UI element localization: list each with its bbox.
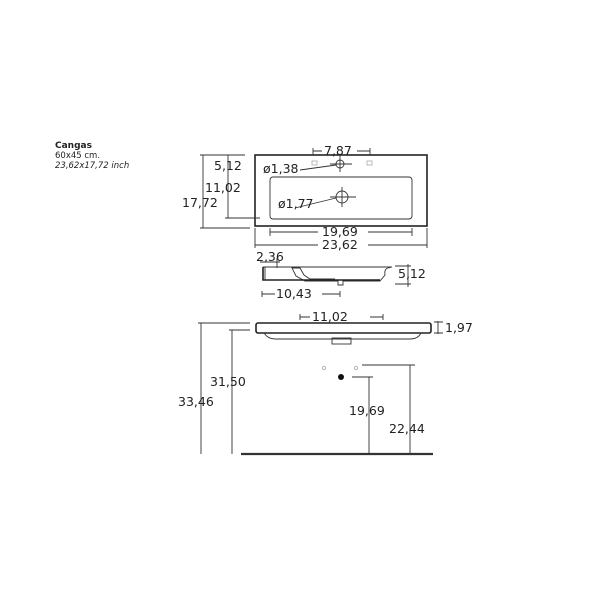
dim-supply-height: 22,44 (389, 421, 425, 436)
dim-basin-width: 19,69 (322, 224, 358, 239)
top-outline (254, 154, 428, 227)
dim-basin-depth: 11,02 (205, 180, 241, 195)
product-name: Cangas (55, 141, 92, 151)
dim-drain-height: 19,69 (349, 403, 385, 418)
basin-outline (269, 176, 413, 220)
leader-lines (294, 164, 337, 209)
dim-underside-height: 31,50 (210, 374, 246, 389)
product-size-inch: 23,62x17,72 inch (55, 161, 129, 171)
side-view: 2,36 5,12 10,43 (256, 249, 426, 301)
side-hole-right (366, 160, 373, 166)
dim-thickness: 1,97 (445, 320, 473, 335)
dim-hole-spacing: 7,87 (324, 143, 352, 158)
dim-total-height: 33,46 (178, 394, 214, 409)
dim-total-depth: 17,72 (182, 195, 218, 210)
supply-left (321, 365, 326, 370)
dim-bracket-spacing: 11,02 (312, 309, 348, 324)
dim-side-height: 5,12 (398, 266, 426, 281)
waste-outlet (338, 374, 344, 380)
front-view: 11,02 1,97 31,50 33,46 19,69 22,44 (178, 309, 473, 456)
dim-total-width: 23,62 (322, 237, 358, 252)
dim-drain-offset: 10,43 (276, 286, 312, 301)
dim-drain: ø1,77 (278, 196, 313, 211)
counter-slab (255, 322, 432, 334)
supply-right (353, 365, 358, 370)
side-hole-left (311, 160, 318, 166)
product-size-cm: 60x45 cm. (55, 151, 100, 161)
dim-depth-rear: 5,12 (214, 158, 242, 173)
drain-box (331, 337, 352, 345)
top-view: 7,87 5,12 11,02 17,72 ø1,38 ø1,77 19,69 … (182, 143, 428, 252)
dim-tap-hole: ø1,38 (263, 161, 299, 176)
dim-rim: 2,36 (256, 249, 284, 264)
